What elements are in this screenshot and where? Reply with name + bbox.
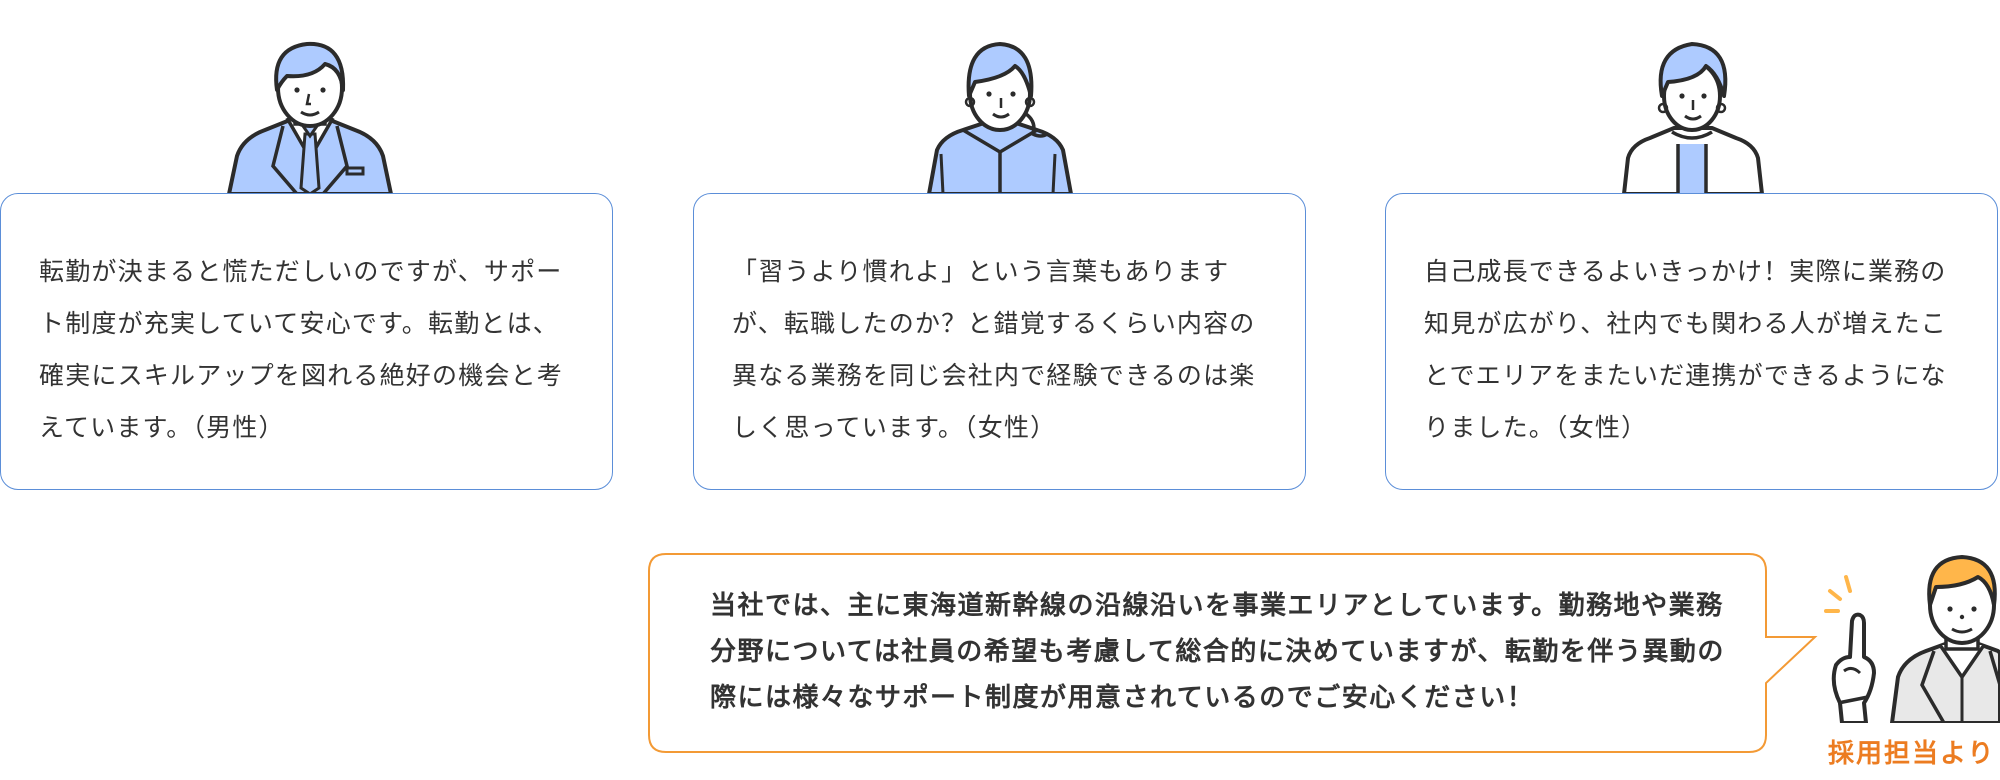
employee-voice-text: 「習うより慣れよ」という言葉もありますが、転職したのか？と錯覚するくらい内容の異…: [732, 257, 1256, 442]
recruiter-speech-bubble: 当社では、主に東海道新幹線の沿線沿いを事業エリアとしています。勤務地や業務分野に…: [648, 553, 1818, 753]
male-employee-suit-icon: [225, 38, 395, 194]
employee-voice-card: 転勤が決まると慌ただしいのですが、サポート制度が充実していて安心です。転勤とは、…: [0, 193, 613, 490]
employee-voice-card: 「習うより慣れよ」という言葉もありますが、転職したのか？と錯覚するくらい内容の異…: [693, 193, 1306, 490]
employee-voice-text: 自己成長できるよいきっかけ！実際に業務の知見が広がり、社内でも関わる人が増えたこ…: [1424, 257, 1948, 442]
recruiter-label: 採用担当より: [1828, 739, 1996, 769]
employee-voice-card: 自己成長できるよいきっかけ！実際に業務の知見が広がり、社内でも関わる人が増えたこ…: [1385, 193, 1998, 490]
recruiter-pointing-icon: [1822, 553, 2000, 727]
recruiter-message-text: 当社では、主に東海道新幹線の沿線沿いを事業エリアとしています。勤務地や業務分野に…: [710, 591, 1725, 713]
speech-bubble-outline-icon: [648, 553, 1818, 753]
employee-voice-text: 転勤が決まると慌ただしいのですが、サポート制度が充実していて安心です。転勤とは、…: [39, 257, 564, 442]
female-employee-ponytail-icon: [925, 42, 1075, 194]
female-employee-shorthair-icon: [1620, 40, 1765, 194]
